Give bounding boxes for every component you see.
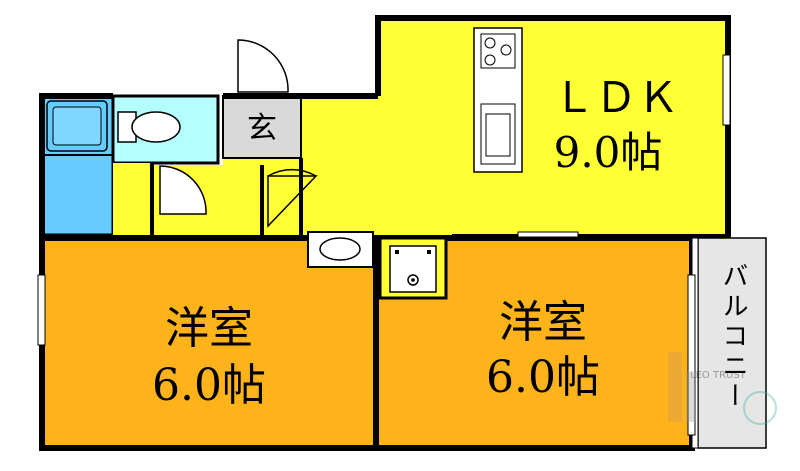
drain-icon [407, 274, 419, 286]
ldk-size: 9.0帖 [554, 128, 663, 177]
western-room-left [39, 235, 379, 451]
window-ldk [722, 54, 731, 126]
ldk-room [152, 18, 728, 235]
ldk-name: ＬＤＫ [553, 73, 679, 122]
western-right-size: 6.0帖 [486, 352, 600, 403]
window-hall [517, 231, 579, 238]
washroom [113, 163, 152, 235]
toilet-icon [117, 111, 181, 143]
entrance-area [222, 95, 302, 159]
door-swings [159, 39, 318, 228]
western-right-name: 洋室 [499, 297, 587, 348]
western-left-name: 洋室 [165, 303, 253, 354]
watermark-text: LEO TRUST [690, 370, 747, 381]
stove-icon [480, 33, 516, 69]
entrance-label: 玄 [247, 111, 277, 146]
balcony [697, 237, 767, 449]
watermark: LEO TRUST [668, 352, 777, 425]
sink-icon [480, 103, 516, 165]
balcony-label: バルコニー [718, 262, 748, 412]
window-right [687, 274, 696, 436]
western-left-size: 6.0帖 [152, 360, 266, 411]
window-left [37, 274, 46, 346]
